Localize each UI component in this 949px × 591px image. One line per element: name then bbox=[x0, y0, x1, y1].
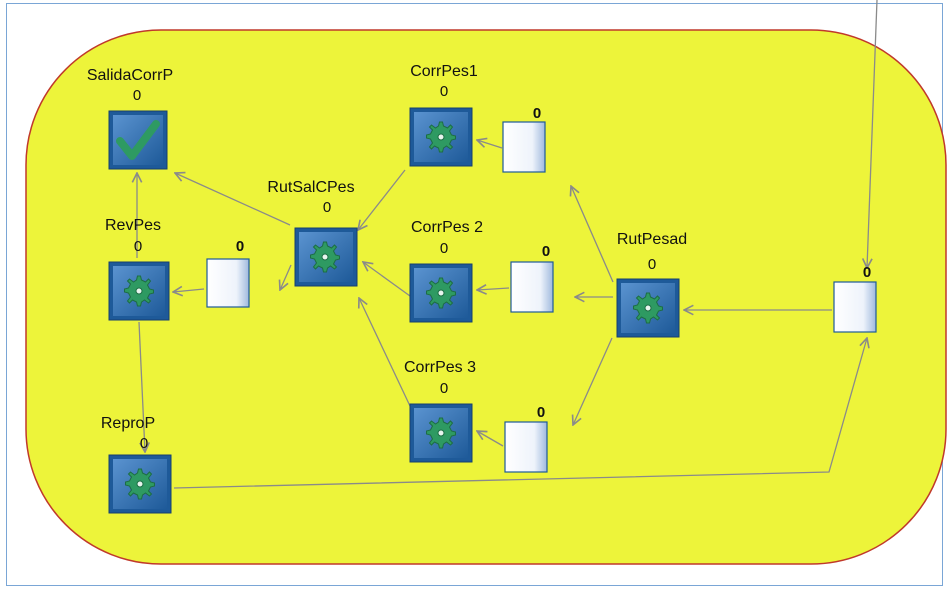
arrow-corrpes3-to-rutsalcpes bbox=[359, 298, 411, 407]
node-count: 0 bbox=[440, 83, 448, 100]
node-label: ReproP bbox=[101, 415, 155, 432]
arrow-revpes-to-reprop bbox=[138, 321, 145, 452]
repro-p-node[interactable]: ReproP 0 bbox=[101, 415, 172, 514]
queue-rev-pes[interactable]: 0 bbox=[206, 238, 250, 308]
gear-icon bbox=[426, 417, 456, 449]
node-label: RutPesad bbox=[617, 231, 687, 248]
corr-pes3-node[interactable]: CorrPes 3 0 bbox=[404, 359, 476, 463]
gear-icon bbox=[633, 292, 663, 324]
queue-entry[interactable]: 0 bbox=[833, 264, 877, 333]
gear-icon bbox=[426, 121, 456, 153]
arrow-corrpes2-to-rutsalcpes bbox=[363, 262, 411, 297]
node-label: RevPes bbox=[105, 217, 161, 234]
arrow-queue3-to-corrpes3 bbox=[477, 431, 504, 447]
queue-corr-pes2[interactable]: 0 bbox=[510, 243, 554, 313]
corr-pes1-node[interactable]: CorrPes1 0 bbox=[409, 63, 478, 167]
arrow-queue1-to-corrpes1 bbox=[477, 140, 503, 149]
arrow-queue-to-revpes bbox=[173, 289, 205, 292]
arrow-corrpes1-to-rutsalcpes bbox=[358, 169, 406, 230]
rut-sal-c-pes-node[interactable]: RutSalCPes 0 bbox=[267, 179, 358, 287]
gear-icon bbox=[124, 275, 154, 307]
gear-icon bbox=[426, 277, 456, 309]
node-count: 0 bbox=[323, 199, 331, 216]
process-region bbox=[25, 29, 947, 565]
gear-icon bbox=[125, 468, 155, 500]
salida-corr-p-node[interactable]: SalidaCorrP 0 bbox=[87, 67, 173, 170]
node-count: 0 bbox=[440, 240, 448, 257]
node-count: 0 bbox=[134, 238, 142, 255]
queue-box bbox=[504, 421, 548, 473]
queue-count: 0 bbox=[533, 105, 541, 122]
queue-box bbox=[502, 121, 546, 173]
queue-corr-pes3[interactable]: 0 bbox=[504, 404, 548, 473]
node-label: SalidaCorrP bbox=[87, 67, 173, 84]
node-count: 0 bbox=[140, 435, 148, 452]
node-count: 0 bbox=[648, 256, 656, 273]
arrow-rutpesad-to-corrpes1-queue bbox=[571, 186, 614, 283]
arrow-reprop-to-entry-queue bbox=[173, 338, 867, 489]
queue-count: 0 bbox=[537, 404, 545, 421]
arrow-rutsalcpes-to-revpes-queue bbox=[280, 264, 292, 290]
node-label: CorrPes 2 bbox=[411, 219, 483, 236]
checkmark-icon bbox=[116, 120, 160, 160]
node-label: CorrPes 3 bbox=[404, 359, 476, 376]
queue-count: 0 bbox=[542, 243, 550, 260]
node-count: 0 bbox=[440, 380, 448, 397]
connections bbox=[137, 0, 878, 489]
arrow-external-to-entry-queue bbox=[867, 0, 878, 268]
corr-pes2-node[interactable]: CorrPes 2 0 bbox=[409, 219, 483, 323]
node-label: CorrPes1 bbox=[410, 63, 478, 80]
node-label: RutSalCPes bbox=[267, 179, 354, 196]
queue-box bbox=[206, 258, 250, 308]
queue-box bbox=[510, 261, 554, 313]
rut-pesad-node[interactable]: RutPesad 0 bbox=[616, 231, 687, 338]
arrow-rutpesad-to-corrpes3-queue bbox=[573, 337, 613, 425]
queue-box bbox=[833, 281, 877, 333]
arrow-queue2-to-corrpes2 bbox=[477, 288, 510, 290]
node-count: 0 bbox=[133, 87, 141, 104]
gear-icon bbox=[310, 241, 340, 273]
queue-corr-pes1[interactable]: 0 bbox=[502, 105, 546, 173]
queue-count: 0 bbox=[236, 238, 244, 255]
rev-pes-node[interactable]: RevPes 0 bbox=[105, 217, 170, 321]
arrow-rutsalcpes-to-salidacorrp bbox=[175, 173, 291, 226]
queue-count: 0 bbox=[863, 264, 871, 281]
